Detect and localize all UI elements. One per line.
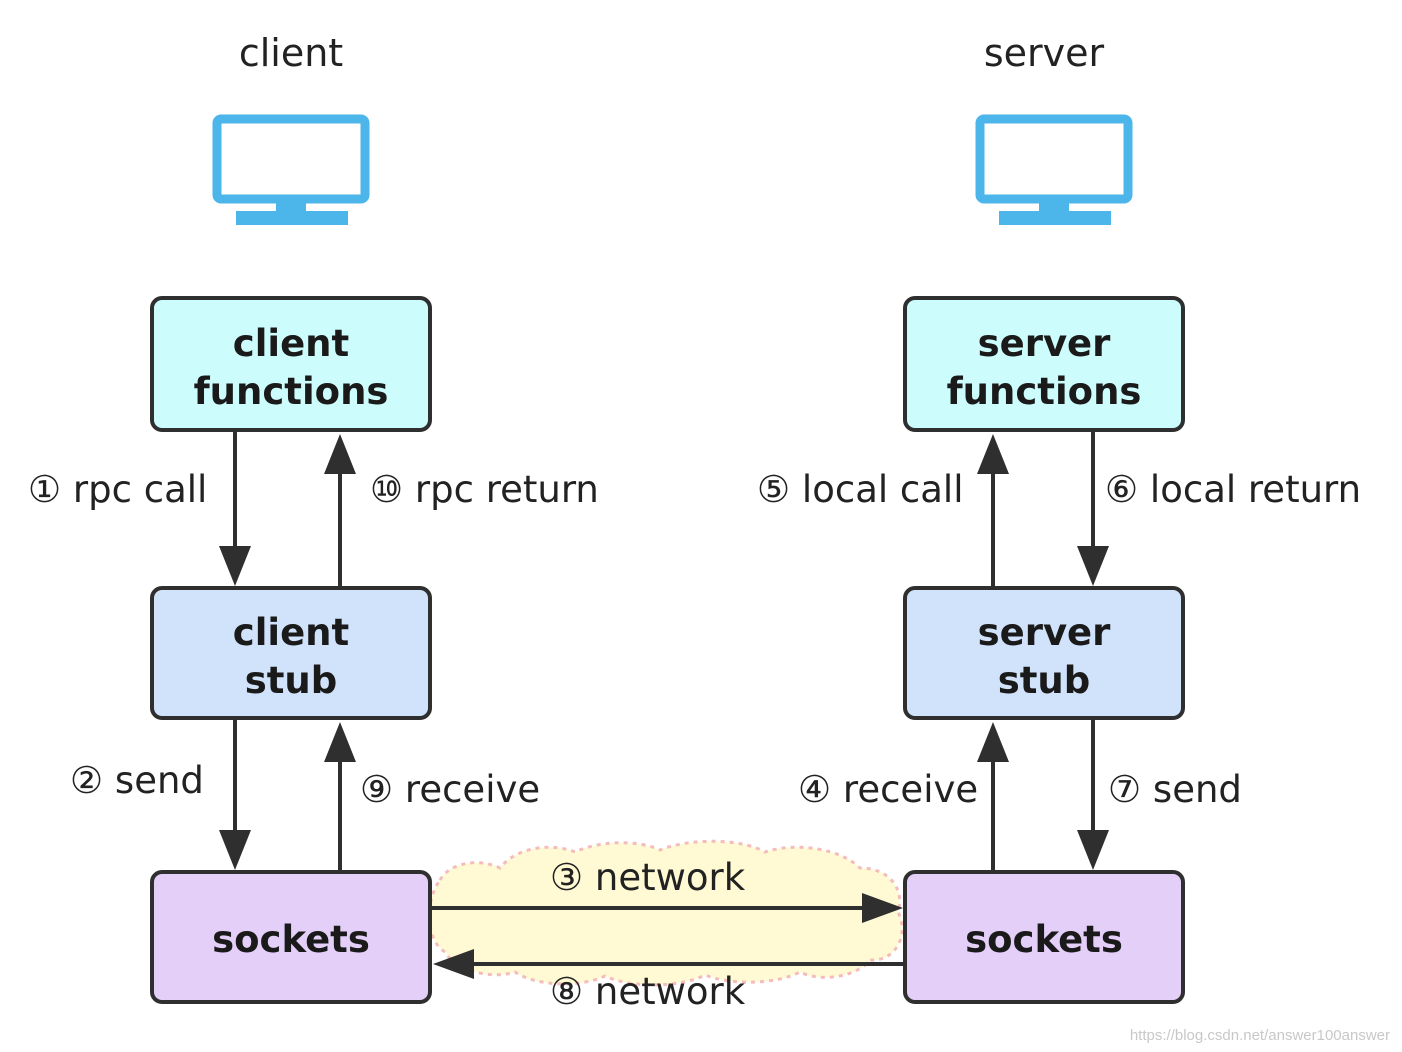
step-8-label: ⑧ network: [550, 970, 746, 1013]
arrow-local-return: [1077, 432, 1109, 586]
step-10-label: ⑩ rpc return: [370, 468, 599, 511]
arrow-server-send: [1077, 720, 1109, 870]
client-functions-line1: client: [233, 322, 349, 365]
server-stub-box: [903, 586, 1185, 720]
arrow-rpc-call: [219, 432, 251, 586]
client-sockets-box: [150, 870, 432, 1004]
network-cloud: [427, 839, 904, 987]
step-9-label: ⑨ receive: [360, 768, 540, 811]
server-sockets-label: sockets: [965, 918, 1123, 961]
arrow-local-call: [977, 434, 1009, 586]
client-stub-line2: stub: [245, 659, 338, 702]
client-functions-box: [150, 296, 432, 432]
server-heading: server: [984, 31, 1105, 75]
arrow-server-receive: [977, 722, 1009, 870]
server-functions-line2: functions: [947, 370, 1142, 413]
step-1-label: ① rpc call: [28, 468, 207, 511]
server-monitor-icon: [975, 114, 1133, 225]
client-stub-box: [150, 586, 432, 720]
step-2-label: ② send: [70, 759, 204, 802]
arrow-network-to-client: [433, 949, 903, 979]
client-stub-line1: client: [233, 611, 349, 654]
step-7-label: ⑦ send: [1108, 768, 1242, 811]
client-sockets-label: sockets: [212, 918, 370, 961]
server-functions-line1: server: [978, 322, 1112, 365]
step-6-label: ⑥ local return: [1105, 468, 1361, 511]
server-sockets-box: [903, 870, 1185, 1004]
step-3-label: ③ network: [550, 856, 746, 899]
arrow-network-to-server: [432, 893, 903, 923]
watermark: https://blog.csdn.net/answer100answer: [1130, 1027, 1390, 1044]
step-4-label: ④ receive: [798, 768, 978, 811]
arrow-client-send: [219, 720, 251, 870]
server-stub-line1: server: [978, 611, 1112, 654]
client-monitor-icon: [212, 114, 370, 225]
step-5-label: ⑤ local call: [757, 468, 963, 511]
arrow-client-receive: [324, 722, 356, 870]
arrow-rpc-return: [324, 434, 356, 586]
server-stub-line2: stub: [998, 659, 1091, 702]
server-functions-box: [903, 296, 1185, 432]
client-functions-line2: functions: [194, 370, 389, 413]
client-heading: client: [239, 31, 343, 75]
